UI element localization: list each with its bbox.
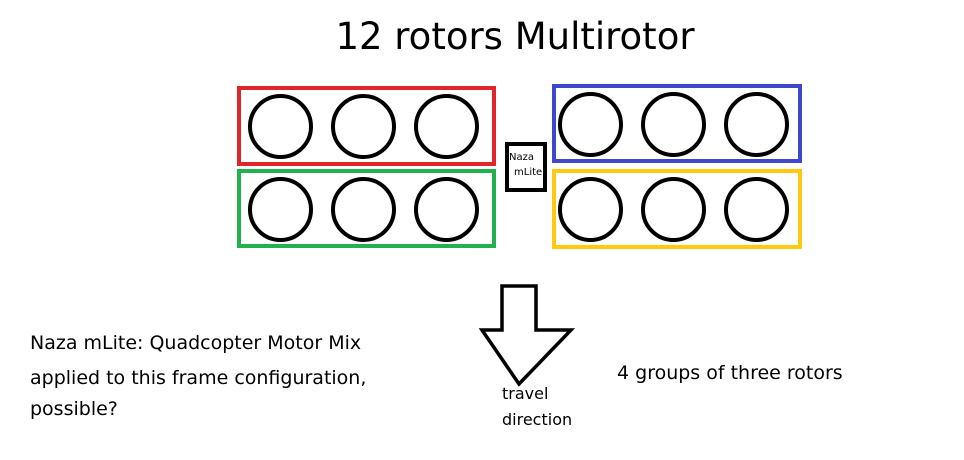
- rotor: [331, 177, 396, 242]
- groups-note: 4 groups of three rotors: [617, 362, 843, 384]
- question-text-line3: possible?: [30, 398, 118, 420]
- rotor: [558, 177, 623, 242]
- rotor-group-top-left: [237, 86, 496, 166]
- rotor: [248, 177, 313, 242]
- rotor: [248, 94, 313, 159]
- travel-direction-label-line2: direction: [502, 410, 573, 429]
- rotor-group-bottom-right: [552, 169, 802, 249]
- rotor: [414, 177, 479, 242]
- rotor-group-bottom-left: [237, 169, 496, 248]
- flight-controller-box: [505, 142, 547, 192]
- rotor: [724, 177, 789, 242]
- question-text-line1: Naza mLite: Quadcopter Motor Mix: [30, 332, 362, 354]
- question-text-line2: applied to this frame configuration,: [30, 367, 367, 389]
- rotor: [641, 177, 706, 242]
- rotor: [414, 94, 479, 159]
- rotor: [331, 94, 396, 159]
- controller-label-line2: mLite: [514, 167, 543, 178]
- diagram-title: 12 rotors Multirotor: [335, 15, 695, 58]
- controller-label-line1: Naza: [509, 152, 534, 163]
- rotor: [641, 92, 706, 157]
- arrow-down-icon: [478, 284, 576, 387]
- rotor: [558, 92, 623, 157]
- travel-direction-label-line1: travel: [502, 384, 549, 403]
- rotor-group-top-right: [552, 84, 802, 163]
- rotor: [724, 92, 789, 157]
